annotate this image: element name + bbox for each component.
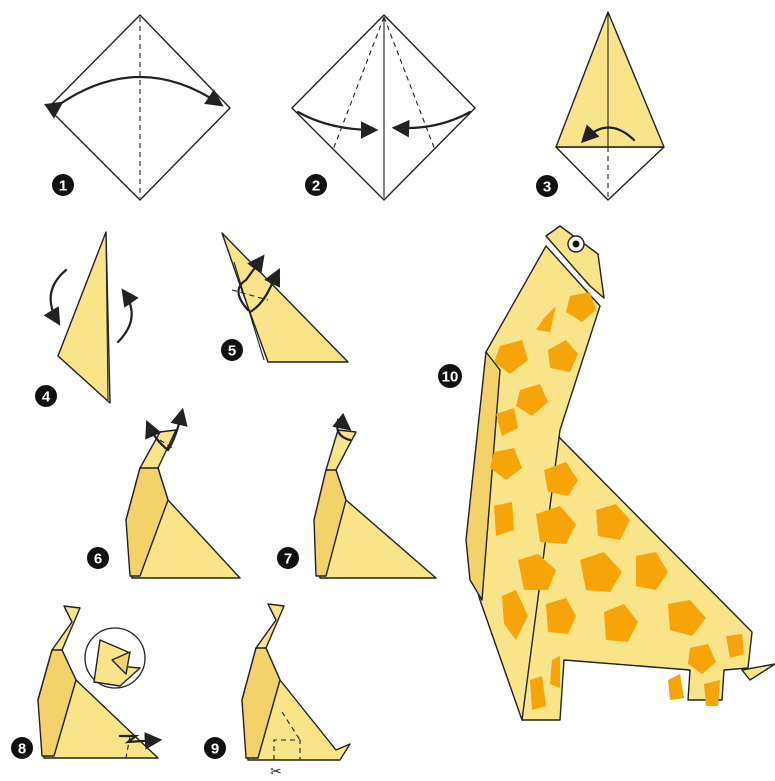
step-8-number: 8 xyxy=(18,741,26,758)
step-8-badge: 8 xyxy=(11,737,33,759)
step-4-arrow-right xyxy=(118,292,132,342)
step-3-diagram xyxy=(556,12,664,200)
step-7-diagram xyxy=(314,420,436,578)
step-5-badge: 5 xyxy=(221,339,243,361)
step-1-square xyxy=(48,15,230,200)
step-3-number: 3 xyxy=(543,179,551,196)
giraffe-pupil xyxy=(573,241,580,248)
step-4-diagram xyxy=(51,232,132,403)
step-7-badge: 7 xyxy=(277,547,299,569)
step-9-number: 9 xyxy=(211,741,219,758)
spot xyxy=(668,674,684,700)
step-1-badge: 1 xyxy=(52,174,74,196)
step-10-giraffe xyxy=(466,226,775,720)
step-4-number: 4 xyxy=(42,389,51,406)
step-2-diagram xyxy=(292,15,475,200)
step-3-badge: 3 xyxy=(536,175,558,197)
step-9-diagram: ✂ xyxy=(242,604,350,780)
step-6-diagram xyxy=(126,412,240,578)
step-7-number: 7 xyxy=(284,551,292,568)
spot xyxy=(704,680,720,706)
spot xyxy=(494,502,514,536)
step-6-badge: 6 xyxy=(87,547,109,569)
step-8-diagram xyxy=(38,606,158,758)
step-4-badge: 4 xyxy=(35,385,57,407)
step-4-arrow-left xyxy=(51,270,66,322)
step-10-number: 10 xyxy=(442,369,459,386)
step-5-shape xyxy=(222,233,348,362)
step-5-number: 5 xyxy=(228,343,236,360)
step-9-scissors-icon: ✂ xyxy=(270,764,282,780)
step-6-number: 6 xyxy=(94,551,102,568)
step-1-number: 1 xyxy=(59,178,67,195)
step-2-badge: 2 xyxy=(305,174,327,196)
step-4-shape xyxy=(58,232,110,403)
step-1-diagram xyxy=(48,15,230,200)
step-2-number: 2 xyxy=(312,178,320,195)
step-9-badge: 9 xyxy=(204,737,226,759)
step-5-diagram xyxy=(222,233,348,362)
step-10-badge: 10 xyxy=(438,364,462,388)
step-3-bottom-flap xyxy=(556,147,664,200)
